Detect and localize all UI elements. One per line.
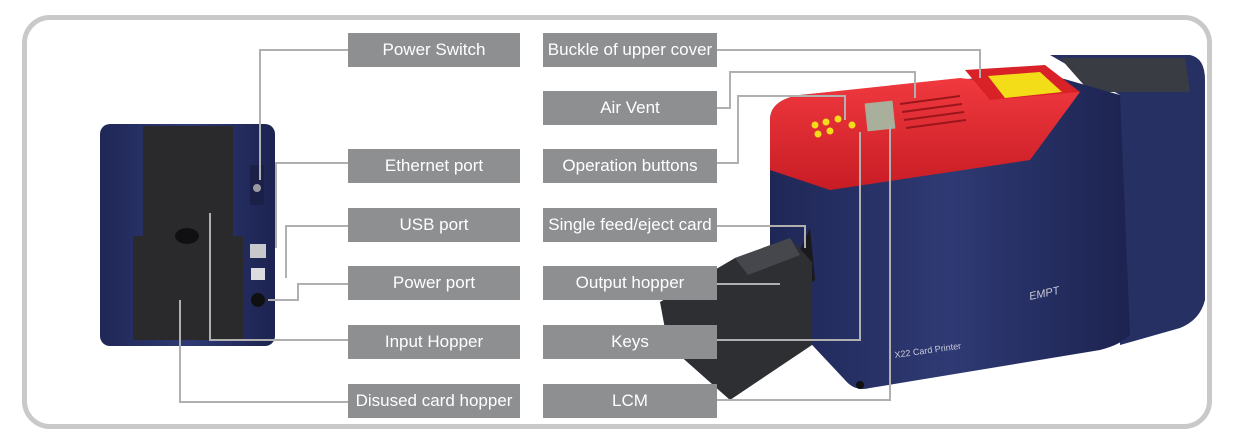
leader-operation-buttons [717,95,846,164]
leader-lines [179,49,981,403]
printer-front-view: EMPT X22 Card Printer [660,55,1205,400]
leader-disused-card-hopper [179,300,348,403]
leader-input-hopper [209,213,348,341]
leader-power-port [268,283,348,301]
label-operation-buttons: Operation buttons [543,149,717,183]
label-power-switch: Power Switch [348,33,520,67]
printer-rear-view [100,124,275,346]
leader-usb-port [285,225,348,278]
leader-single-feed [717,225,806,248]
label-disused-card-hopper: Disused card hopper [348,384,520,418]
label-single-feed-eject-card: Single feed/eject card [543,208,717,242]
label-buckle-upper-cover: Buckle of upper cover [543,33,717,67]
label-output-hopper: Output hopper [543,266,717,300]
leader-buckle [717,49,981,78]
label-power-port: Power port [348,266,520,300]
leader-power-switch [259,49,348,180]
leader-keys [717,132,861,341]
label-input-hopper: Input Hopper [348,325,520,359]
label-keys: Keys [543,325,717,359]
leader-air-vent [717,71,916,109]
label-usb-port: USB port [348,208,520,242]
leader-lcm [717,126,891,401]
label-lcm: LCM [543,384,717,418]
leader-ethernet-port [275,162,348,248]
label-air-vent: Air Vent [543,91,717,125]
label-ethernet-port: Ethernet port [348,149,520,183]
